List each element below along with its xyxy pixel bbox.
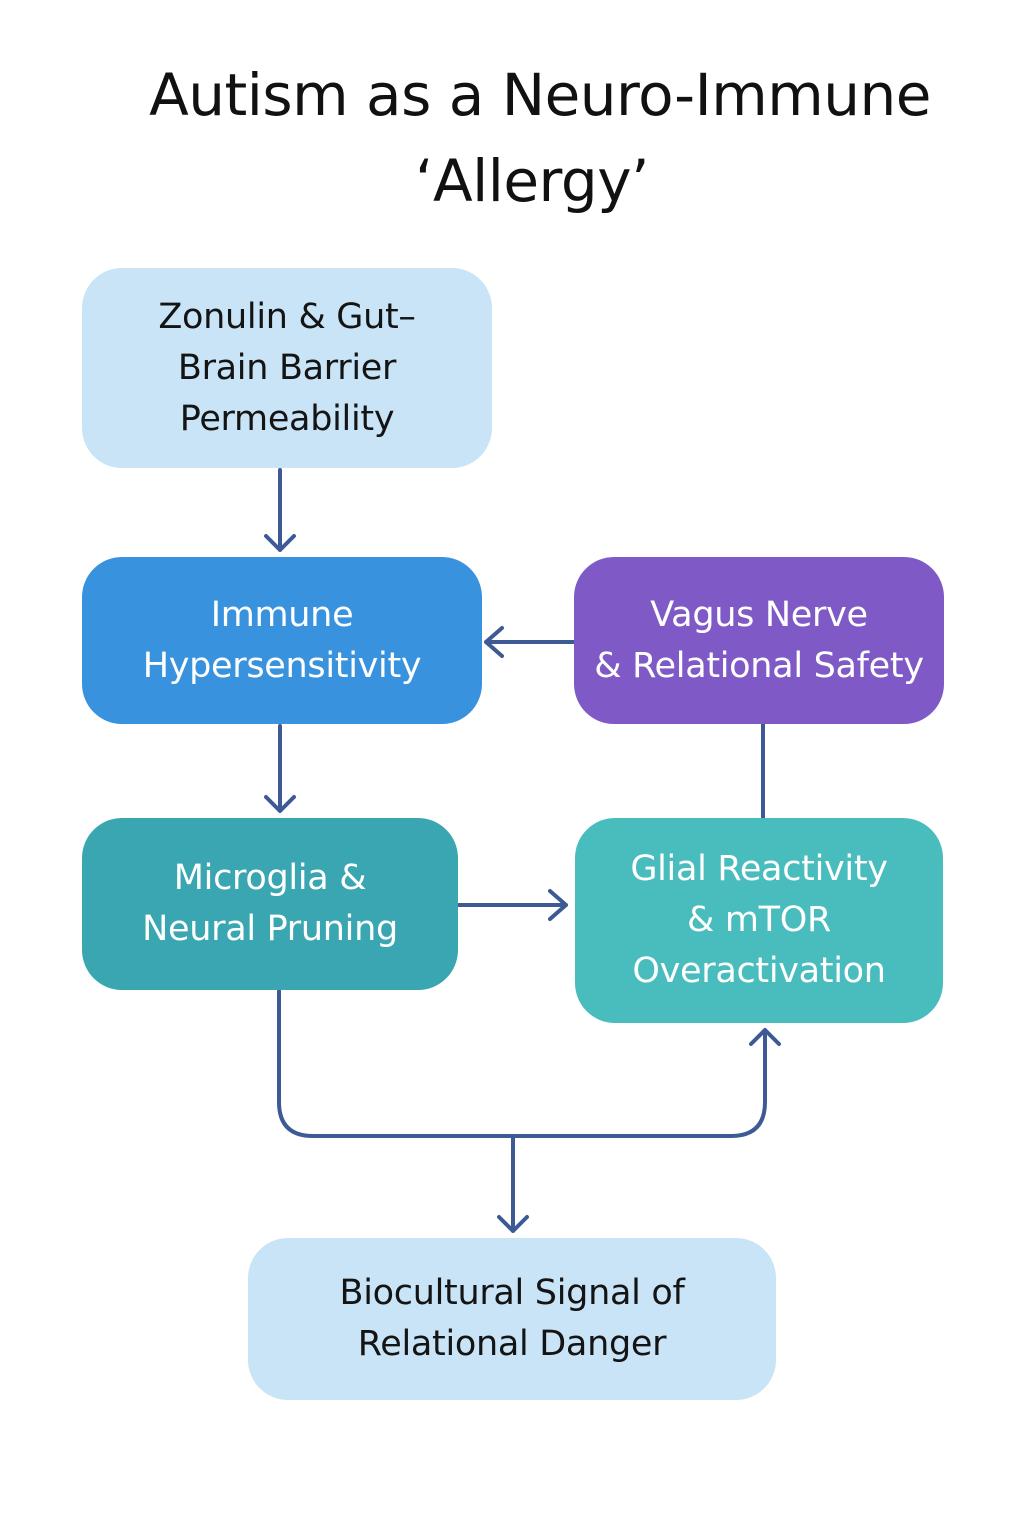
node-glial-reactivity-mtor: Glial Reactivity & mTOR Overactivation [575,818,943,1023]
node-label-line: Immune [210,594,354,635]
node-label-line: Biocultural Signal of [339,1273,685,1313]
node-label-line: Overactivation [632,951,886,991]
node-vagus-relational-safety: Vagus Nerve & Relational Safety [574,557,944,724]
node-label-line: & mTOR [687,900,831,940]
node-label-line: Permeability [179,398,395,439]
node-label-line: Hypersensitivity [142,645,422,686]
diagram-title-line-2: ‘Allergy’ [415,147,649,215]
arrow-zonulin-to-immune [264,468,296,552]
node-label-line: Brain Barrier [177,347,397,388]
arrow-microglia-loop-to-glial [277,989,781,1138]
node-label-line: & Relational Safety [594,645,924,686]
node-label-line: Glial Reactivity [630,849,888,889]
arrow-junction-to-biocultural [497,1134,529,1233]
arrow-microglia-to-glial [457,889,568,921]
node-label-line: Relational Danger [357,1324,667,1364]
arrow-immune-to-microglia [264,724,296,813]
node-immune-hypersensitivity: Immune Hypersensitivity [82,557,482,724]
node-label-line: Microglia & [173,858,367,898]
arrow-vagus-to-immune [484,626,576,658]
node-label-line: Vagus Nerve [650,594,868,635]
node-label-line: Neural Pruning [142,909,398,949]
node-zonulin-barrier-permeability: Zonulin & Gut– Brain Barrier Permeabilit… [82,268,492,468]
diagram-title-line-1: Autism as a Neuro-Immune [149,61,931,129]
node-microglia-neural-pruning: Microglia & Neural Pruning [82,818,458,990]
node-label-line: Zonulin & Gut– [158,296,416,337]
node-biocultural-signal: Biocultural Signal of Relational Danger [248,1238,776,1400]
